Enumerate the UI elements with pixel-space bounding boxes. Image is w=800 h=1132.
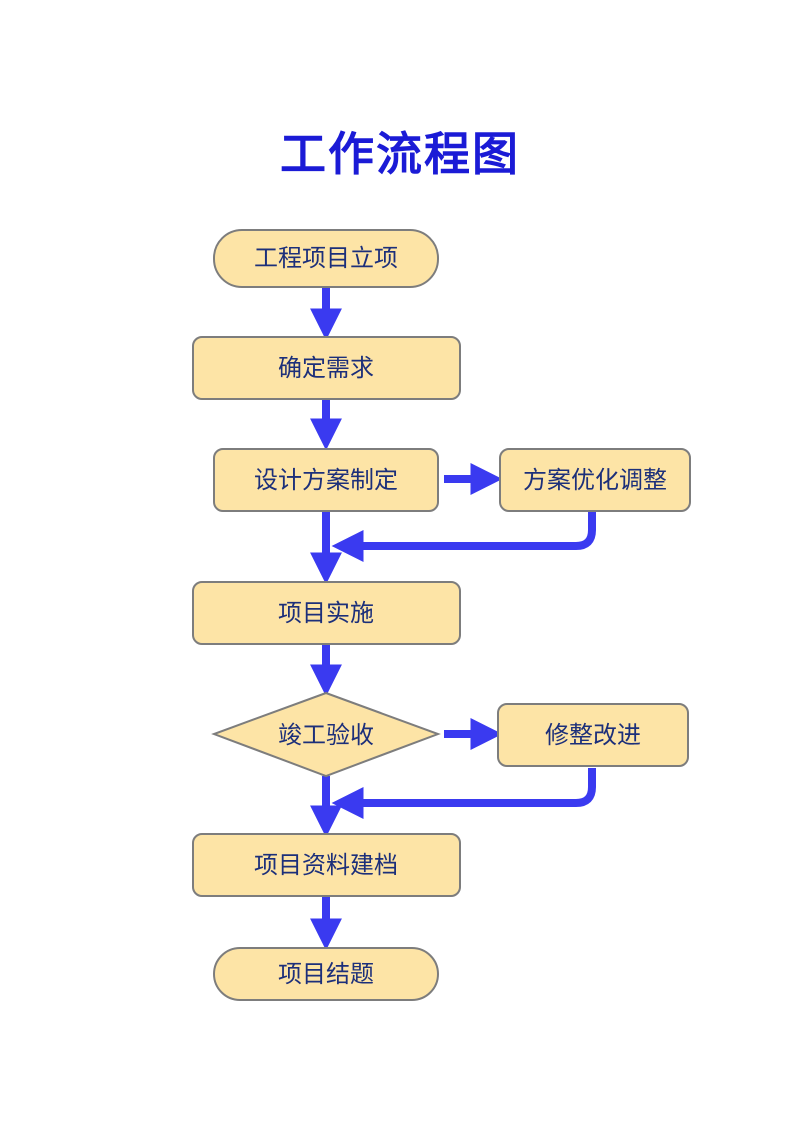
node-implement-shape: [192, 581, 461, 645]
node-end-shape: [213, 947, 439, 1001]
node-design-label: 设计方案制定: [254, 466, 398, 494]
node-design-shape: [213, 448, 439, 512]
page-title: 工作流程图: [280, 127, 520, 181]
node-requirements-label: 确定需求: [278, 354, 374, 382]
node-end-label: 项目结题: [278, 960, 374, 988]
node-requirements-shape: [192, 336, 461, 400]
node-archive-label: 项目资料建档: [254, 851, 398, 879]
arrow-optimize-return: [331, 511, 596, 562]
node-acceptance-label: 竣工验收: [278, 721, 374, 749]
node-archive-shape: [192, 833, 461, 897]
node-rectify-shape: [497, 703, 689, 767]
arrow-rectify-return: [331, 768, 596, 819]
node-implement-label: 项目实施: [278, 599, 374, 627]
node-design-optimize-label: 方案优化调整: [523, 466, 667, 494]
node-acceptance-shape: [211, 691, 441, 778]
node-design-optimize-shape: [499, 448, 691, 512]
node-start-label: 工程项目立项: [254, 244, 398, 272]
node-start-shape: [213, 229, 439, 288]
node-rectify-label: 修整改进: [545, 721, 641, 749]
